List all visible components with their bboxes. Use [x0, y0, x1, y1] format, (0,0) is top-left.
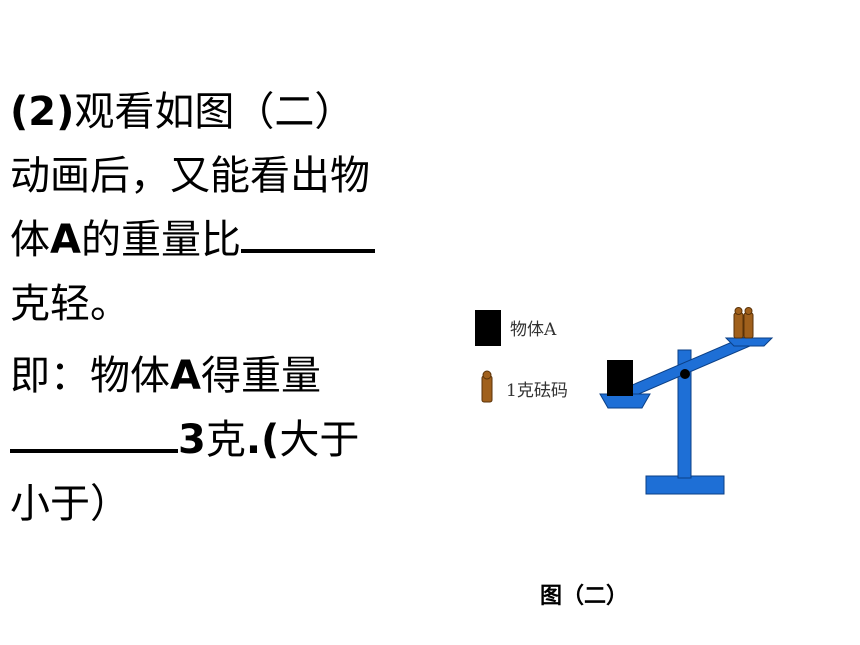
balance-diagram: 物体A 1克砝码 [475, 307, 774, 495]
question-line-1-text: 观看如图（二） [74, 89, 355, 135]
question-number: (2) [10, 89, 75, 135]
paren-open: .( [245, 417, 280, 463]
legend-object-label: 物体A [510, 320, 557, 340]
question-text: (2)观看如图（二） 动画后，又能看出物 体A的重量比 克轻。 即：物体A得重量… [10, 80, 450, 536]
legend-object-icon [475, 310, 501, 346]
question-line-5-c: 得重量 [200, 353, 321, 399]
answer-blank-2[interactable] [10, 425, 178, 453]
balance-pivot [680, 369, 690, 379]
question-line-4: 克轻。 [10, 281, 130, 327]
question-line-1: (2)观看如图（二） [10, 80, 450, 144]
right-pan [724, 337, 774, 347]
question-line-6: 3克.(大于 [10, 408, 450, 472]
balance-post [677, 349, 692, 479]
balance-base [645, 475, 725, 495]
weight-stack [733, 307, 754, 339]
object-a-label: A [50, 217, 81, 263]
object-a-block [607, 360, 633, 396]
number-three: 3 [178, 417, 206, 463]
question-line-5: 即：物体A得重量 [10, 344, 450, 408]
answer-blank-1[interactable] [240, 225, 375, 253]
balance-figure: 物体A 1克砝码 [470, 296, 790, 506]
legend-weight-label: 1克砝码 [506, 381, 568, 401]
option-greater: 大于 [279, 417, 360, 463]
left-pan [599, 393, 651, 409]
object-a-label-2: A [170, 353, 201, 399]
question-line-2: 动画后，又能看出物 [10, 153, 370, 199]
question-line-5-a: 即：物体 [10, 353, 170, 399]
legend-weight-icon [481, 370, 493, 403]
question-line-3: 体A的重量比 [10, 208, 450, 272]
unit-gram: 克 [205, 417, 246, 463]
question-line-7: 小于） [10, 481, 130, 527]
figure-caption: 图（二） [540, 583, 629, 609]
question-line-3-a: 体 [10, 217, 50, 263]
question-line-3-c: 的重量比 [80, 217, 241, 263]
